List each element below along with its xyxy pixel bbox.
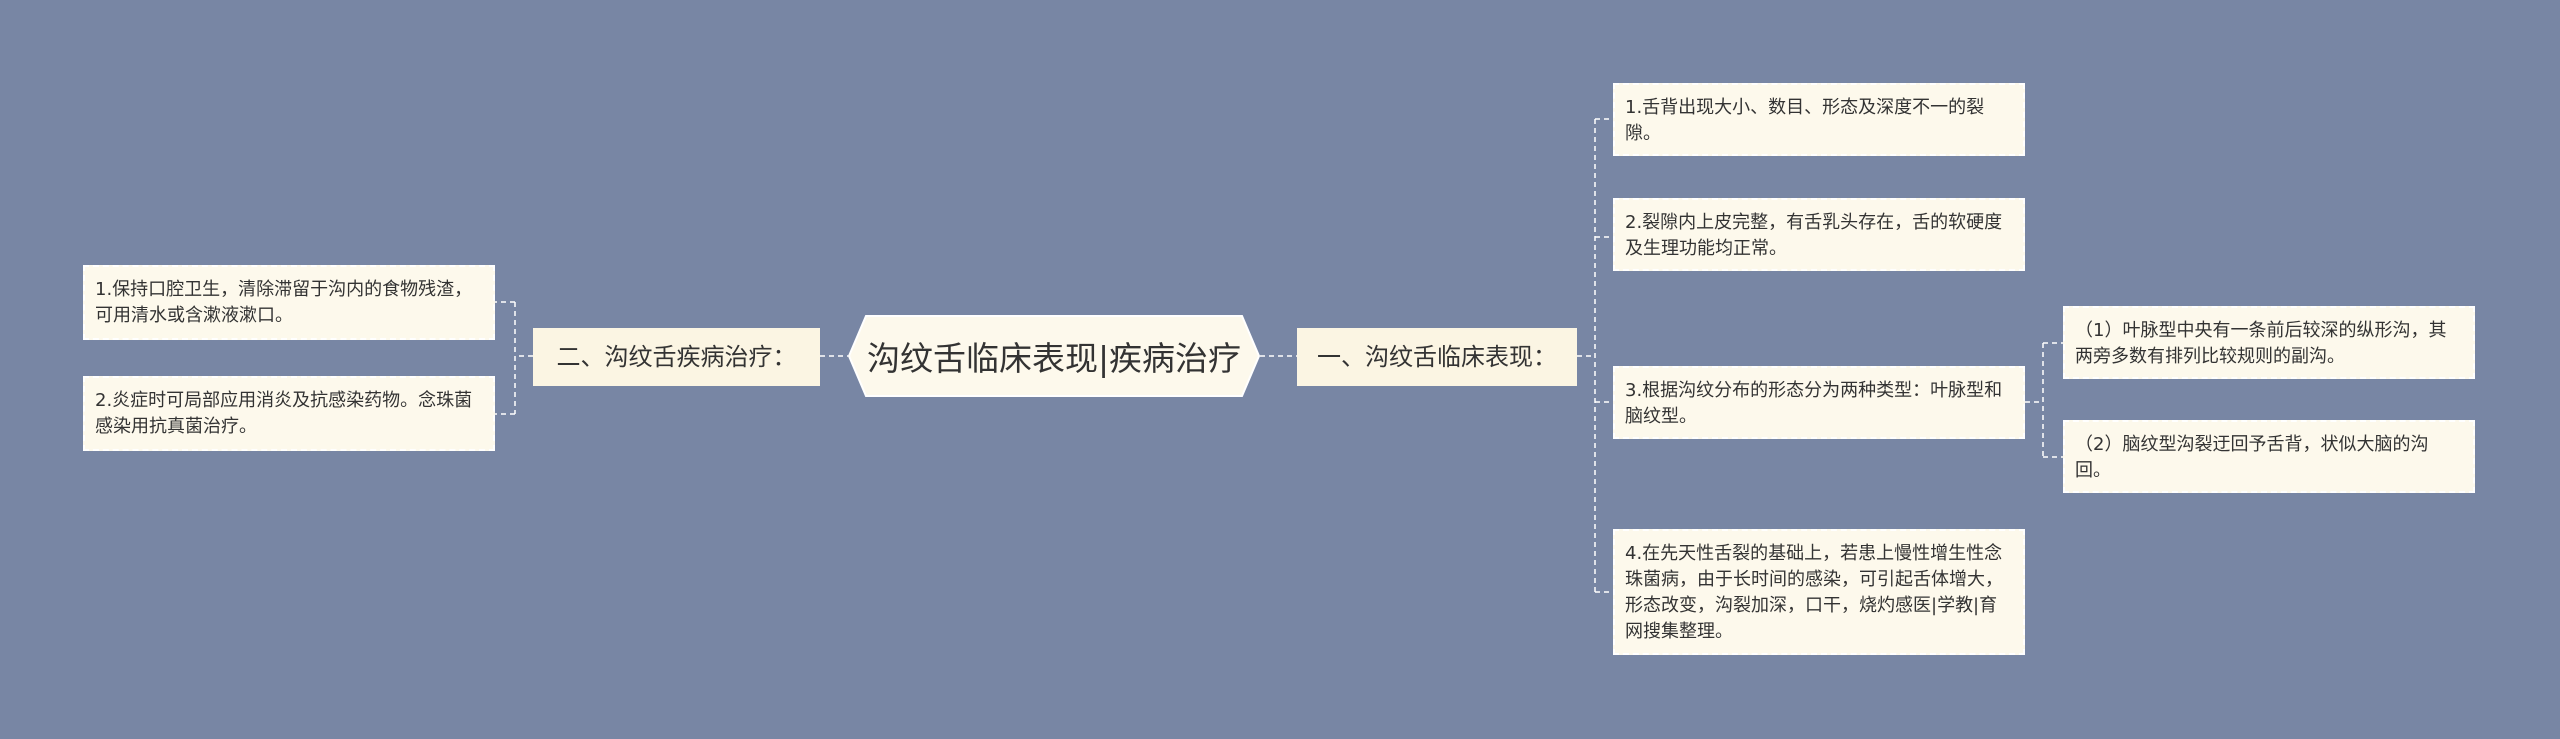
- type-leaf-vein[interactable]: （1）叶脉型中央有一条前后较深的纵形沟，其两旁多数有排列比较规则的副沟。: [2063, 306, 2475, 379]
- treatment-item-1[interactable]: 1.保持口腔卫生，清除滞留于沟内的食物残渣，可用清水或含漱液漱口。: [83, 265, 495, 340]
- branch-treatment-label: 二、沟纹舌疾病治疗：: [556, 343, 797, 371]
- clinical-item-3-text: 3.根据沟纹分布的形态分为两种类型：叶脉型和脑纹型。: [1625, 380, 2003, 427]
- treatment-item-1-text: 1.保持口腔卫生，清除滞留于沟内的食物残渣，可用清水或含漱液漱口。: [95, 279, 473, 326]
- clinical-item-4-text: 4.在先天性舌裂的基础上，若患上慢性增生性念珠菌病，由于长时间的感染，可引起舌体…: [1625, 543, 2003, 642]
- clinical-item-3[interactable]: 3.根据沟纹分布的形态分为两种类型：叶脉型和脑纹型。: [1613, 366, 2025, 439]
- clinical-item-4[interactable]: 4.在先天性舌裂的基础上，若患上慢性增生性念珠菌病，由于长时间的感染，可引起舌体…: [1613, 529, 2025, 655]
- type-leaf-vein-text: （1）叶脉型中央有一条前后较深的纵形沟，其两旁多数有排列比较规则的副沟。: [2075, 320, 2447, 367]
- branch-clinical-manifestations[interactable]: 一、沟纹舌临床表现：: [1297, 328, 1577, 386]
- clinical-item-2[interactable]: 2.裂隙内上皮完整，有舌乳头存在，舌的软硬度及生理功能均正常。: [1613, 198, 2025, 271]
- root-title: 沟纹舌临床表现|疾病治疗: [866, 339, 1242, 378]
- clinical-item-1-text: 1.舌背出现大小、数目、形态及深度不一的裂隙。: [1625, 97, 1985, 144]
- clinical-item-1[interactable]: 1.舌背出现大小、数目、形态及深度不一的裂隙。: [1613, 83, 2025, 156]
- branch-clinical-label: 一、沟纹舌临床表现：: [1317, 343, 1557, 371]
- clinical-item-2-text: 2.裂隙内上皮完整，有舌乳头存在，舌的软硬度及生理功能均正常。: [1625, 212, 2003, 259]
- treatment-item-2-text: 2.炎症时可局部应用消炎及抗感染药物。念珠菌感染用抗真菌治疗。: [95, 390, 473, 437]
- branch-treatment[interactable]: 二、沟纹舌疾病治疗：: [533, 328, 820, 386]
- type-brain-pattern[interactable]: （2）脑纹型沟裂迂回予舌背，状似大脑的沟回。: [2063, 420, 2475, 493]
- treatment-item-2[interactable]: 2.炎症时可局部应用消炎及抗感染药物。念珠菌感染用抗真菌治疗。: [83, 376, 495, 451]
- type-brain-pattern-text: （2）脑纹型沟裂迂回予舌背，状似大脑的沟回。: [2075, 434, 2429, 481]
- root-hexagon-shape: [848, 315, 1260, 397]
- root-node[interactable]: 沟纹舌临床表现|疾病治疗: [848, 315, 1260, 397]
